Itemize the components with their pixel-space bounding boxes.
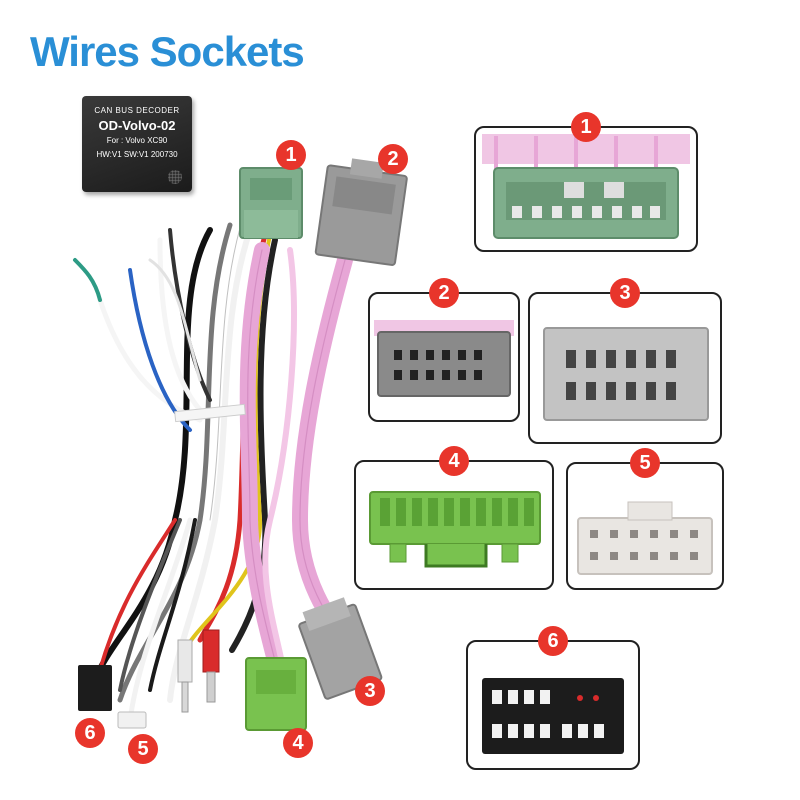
socket-1-image	[482, 134, 690, 239]
socket-panel-1: 1	[474, 112, 698, 252]
connector-badge-4: 4	[283, 728, 313, 758]
panel-badge-3: 3	[610, 278, 640, 308]
can-bus-decoder-box: CAN BUS DECODER OD-Volvo-02 For : Volvo …	[82, 96, 192, 192]
socket-panel-6: 6	[466, 626, 640, 770]
socket-panel-2: 2	[368, 278, 520, 422]
connector-badge-6: 6	[75, 718, 105, 748]
socket-6-image	[482, 678, 624, 754]
connector-badge-5: 5	[128, 734, 158, 764]
socket-2-image	[374, 320, 514, 397]
socket-4-image	[369, 491, 541, 568]
connector-badge-2: 2	[378, 144, 408, 174]
decoder-label-version: HW:V1 SW:V1 200730	[96, 150, 178, 159]
panel-badge-4: 4	[439, 446, 469, 476]
decoder-label-type: CAN BUS DECODER	[94, 106, 180, 115]
panel-badge-6: 6	[538, 626, 568, 656]
decoder-speaker-grill	[168, 170, 182, 184]
decoder-label-model: OD-Volvo-02	[98, 118, 176, 133]
decoder-label-vehicle: For : Volvo XC90	[106, 136, 168, 145]
connector-badge-3: 3	[355, 676, 385, 706]
panel-badge-1: 1	[571, 112, 601, 142]
socket-panel-5: 5	[566, 448, 724, 590]
socket-panel-3: 3	[528, 278, 722, 444]
page-title: Wires Sockets	[30, 28, 305, 75]
panel-badge-2: 2	[429, 278, 459, 308]
socket-5-image	[577, 501, 713, 575]
socket-3-image	[543, 327, 709, 421]
socket-panel-4: 4	[354, 446, 554, 590]
panel-badge-5: 5	[630, 448, 660, 478]
connector-badge-1: 1	[276, 140, 306, 170]
